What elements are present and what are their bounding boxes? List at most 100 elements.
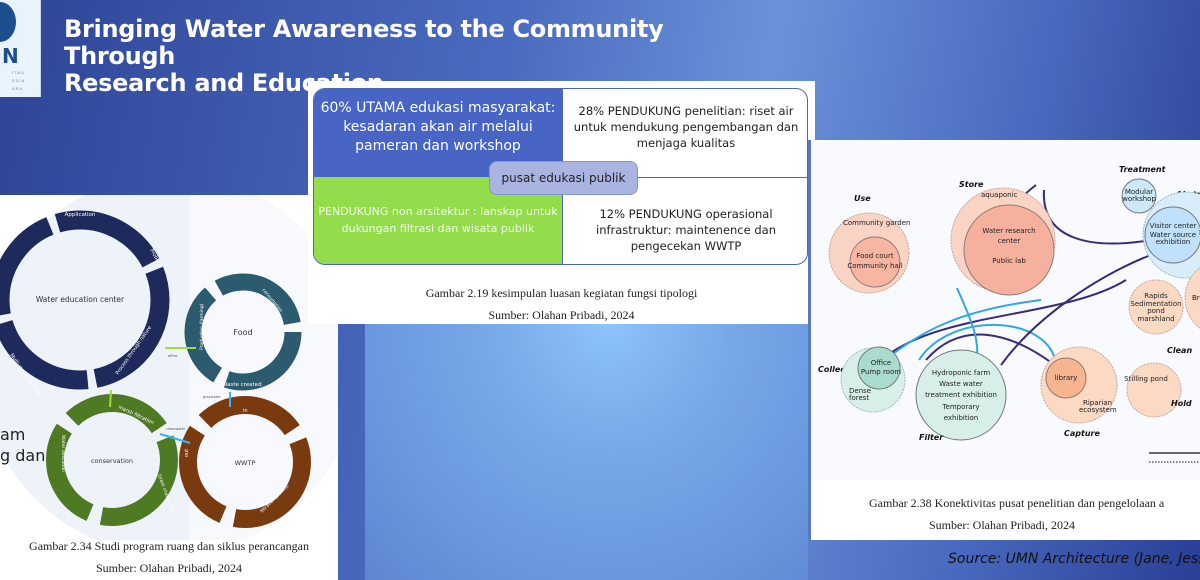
node-label: Pump room (861, 368, 901, 376)
category-label: Treatment (1119, 165, 1167, 174)
node-label: Office (871, 359, 891, 367)
category-label: Filter (919, 433, 944, 442)
node-label: library (1055, 374, 1078, 382)
quadrant-research: 28% PENDUKUNG penelitian: riset air untu… (562, 89, 807, 177)
node-label: workshop (1122, 195, 1156, 203)
figure-2-19-panel: 60% UTAMA edukasi masyarakat: kesadaran … (308, 81, 815, 324)
category-label: Capture (1064, 429, 1100, 438)
node-label: Community garden (843, 219, 910, 227)
logo-subtext: ARA (12, 86, 24, 91)
side-text-fragment: am g dan (0, 424, 45, 466)
node-capture-inner (1045, 357, 1087, 399)
university-logo: N ITAG EDIA ARA (0, 0, 41, 97)
connection-line (1000, 254, 1152, 366)
figure-caption: Gambar 2.38 Konektivitas pusat penelitia… (811, 492, 1200, 536)
connection-line (875, 279, 1127, 366)
node-label: pond (1147, 307, 1165, 315)
node-label: ecosystem (1079, 406, 1117, 414)
connector-label: compost (205, 370, 221, 374)
background-blue-area (365, 323, 808, 580)
slide-source-credit: Source: UMN Architecture (Jane, Jess (948, 551, 1200, 567)
slide-title-line-1: Bringing Water Awareness to the Communit… (64, 15, 664, 70)
node-label: Water source (1150, 231, 1196, 239)
node-clean (1128, 279, 1184, 335)
node-label: exhibition (944, 414, 979, 422)
cycle-segment-label: Water utilization (60, 435, 66, 472)
logo-subtext: ITAG (12, 70, 26, 75)
cycle-center-label: Food (233, 328, 252, 337)
category-label: Use (854, 194, 871, 203)
typology-diagram: 60% UTAMA edukasi masyarakat: kesadaran … (313, 88, 808, 265)
connector-label: greywater (203, 395, 221, 399)
connector-label: cleanwater (166, 427, 186, 431)
figure-2-34-panel: Water education center Application Probl… (0, 195, 338, 580)
caption-source: Sumber: Olahan Pribadi, 2024 (929, 518, 1075, 532)
connector-label: inflow (114, 394, 125, 398)
connector-label: effort (168, 354, 178, 358)
node-store-inner (963, 204, 1055, 296)
caption-title: Gambar 2.19 kesimpulan luasan kegiatan f… (425, 286, 698, 300)
quadrant-landscape: PENDUKUNG non arsitektur : lanskap untuk… (314, 177, 562, 264)
node-label: Visitor center (1150, 222, 1197, 230)
node-label: Food court (856, 252, 893, 260)
node-label: forest (849, 394, 869, 402)
caption-title: Gambar 2.34 Studi program ruang dan sikl… (29, 539, 309, 553)
cycle-connectors: effort inflow compost greywater cleanwat… (109, 347, 231, 444)
connection-line (918, 323, 1057, 366)
node-label: Riparian (1083, 399, 1112, 407)
node-label: marshland (1137, 315, 1174, 323)
category-label: Store (959, 180, 984, 189)
cycle-ring (184, 273, 302, 391)
node-label: Dense (849, 387, 871, 395)
category-label: Clean (1167, 346, 1192, 355)
connectivity-diagram: Use Community garden Food court Communit… (811, 140, 1200, 480)
figure-caption: Gambar 2.34 Studi program ruang dan sikl… (0, 535, 338, 579)
category-label: Hold (1171, 399, 1192, 408)
node-label: Brdw (1192, 294, 1200, 302)
cycle-ring (46, 394, 178, 526)
node-brdw (1184, 267, 1200, 329)
cycle-ring (0, 210, 170, 390)
node-label: Community hall (847, 262, 902, 270)
figure-caption: Gambar 2.19 kesimpulan luasan kegiatan f… (308, 282, 815, 326)
cycle-segment-label: Waste created (222, 382, 262, 388)
node-label: Sedimentation (1130, 300, 1181, 308)
design-cycle-diagram: Water education center Application Probl… (0, 195, 338, 540)
logo-emblem-icon (0, 2, 16, 42)
hub-label: pusat edukasi publik (489, 161, 638, 195)
node-label: Public lab (992, 257, 1026, 265)
cycle-segment-label: out (184, 449, 190, 457)
node-label: treatment exhibition (925, 391, 997, 399)
cycle-ring (179, 396, 311, 528)
cycle-food: Food consumption Waste created Productio… (184, 273, 302, 391)
node-label: exhibition (1156, 238, 1191, 246)
node-abstr-inner (1144, 206, 1200, 264)
node-label: aquaponic (981, 191, 1018, 199)
node-filter (915, 349, 1007, 441)
cycle-center-label: conservation (91, 457, 133, 465)
connection-line (925, 333, 1062, 371)
arrow-inflow (109, 389, 112, 408)
logo-letter: N (2, 44, 19, 68)
quadrant-primary-education: 60% UTAMA edukasi masyarakat: kesadaran … (314, 89, 562, 177)
caption-title: Gambar 2.38 Konektivitas pusat penelitia… (869, 496, 1165, 510)
caption-source: Sumber: Olahan Pribadi, 2024 (488, 308, 635, 322)
cycle-conservation: conservation marsh filtration Grass chan… (46, 394, 178, 526)
node-label: Water research (982, 227, 1035, 235)
node-treatment (1121, 178, 1157, 214)
node-label: Waste water (939, 380, 983, 388)
cycle-segment-label: in (243, 408, 248, 414)
figure-2-38-panel: Use Community garden Food court Communit… (808, 140, 1200, 540)
node-label: Rapids (1144, 292, 1168, 300)
category-label: Collect (818, 365, 850, 374)
node-hold (1126, 362, 1182, 418)
node-label: Stilling pond (1124, 375, 1168, 383)
cycle-segment-label: Application (65, 212, 96, 218)
node-label: Modular (1125, 188, 1153, 196)
node-collect-inner (857, 346, 901, 390)
quadrant-infrastructure: 12% PENDUKUNG operasional infrastruktur:… (562, 177, 807, 264)
cycle-center-label: Water education center (36, 295, 125, 304)
caption-source: Sumber: Olahan Pribadi, 2024 (96, 561, 242, 575)
connection-line (1042, 189, 1152, 245)
side-text-line: am (0, 425, 26, 444)
